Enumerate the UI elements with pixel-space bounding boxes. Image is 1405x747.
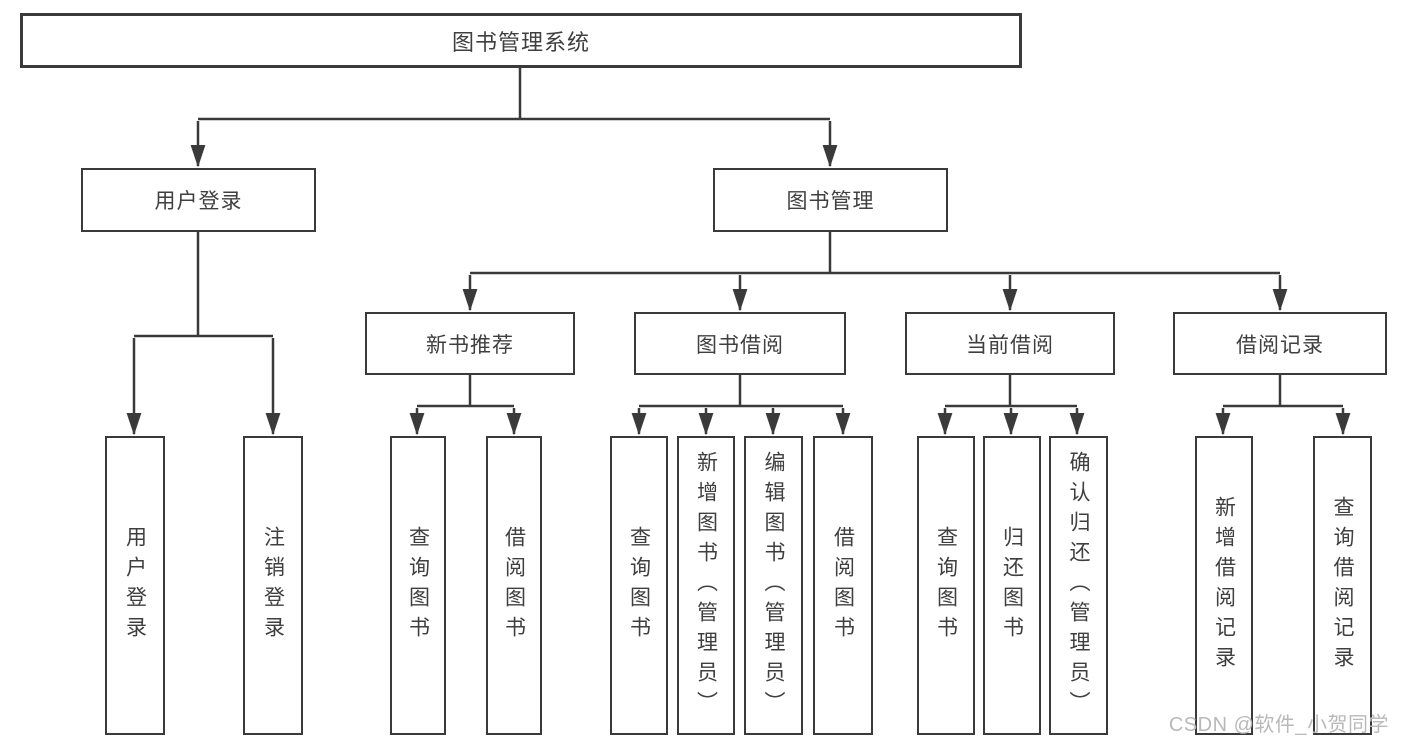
leaf-recommend-borrow-book: 借阅图书 (486, 436, 542, 735)
leaf-current-query-book: 查询图书 (917, 436, 975, 735)
tree-branch-lines (134, 66, 1343, 408)
leaf-label: 编辑图书（管理员） (762, 450, 785, 721)
node-new-book-recommend: 新书推荐 (365, 312, 575, 375)
leaf-borrowing-add-book-admin: 新增图书（管理员） (677, 436, 735, 735)
node-book-borrowing: 图书借阅 (634, 312, 846, 375)
node-label: 用户登录 (154, 190, 243, 213)
leaf-label: 新增借阅记录 (1212, 495, 1236, 676)
node-label: 借阅记录 (1236, 333, 1324, 357)
leaf-label: 借阅图书 (831, 525, 855, 646)
leaf-label: 查询图书 (627, 525, 651, 646)
leaf-current-return-book: 归还图书 (983, 436, 1041, 735)
node-borrowing-records: 借阅记录 (1173, 312, 1387, 375)
leaf-label: 注销登录 (261, 525, 285, 646)
leaf-borrowing-borrow-book: 借阅图书 (813, 436, 873, 735)
leaf-logout: 注销登录 (243, 436, 303, 735)
leaf-records-add-record: 新增借阅记录 (1195, 436, 1253, 735)
node-current-borrowing: 当前借阅 (905, 312, 1115, 375)
leaf-user-login: 用户登录 (105, 436, 165, 735)
node-label: 图书管理 (786, 190, 875, 213)
leaf-label: 查询图书 (406, 525, 430, 646)
leaf-label: 用户登录 (123, 525, 147, 646)
node-label: 当前借阅 (966, 333, 1054, 357)
node-library-system: 图书管理系统 (20, 13, 1022, 68)
leaf-label: 归还图书 (1000, 525, 1024, 646)
leaf-recommend-query-book: 查询图书 (390, 436, 446, 735)
node-book-management: 图书管理 (713, 168, 948, 232)
leaf-label: 查询借阅记录 (1331, 495, 1354, 676)
leaf-borrowing-edit-book-admin: 编辑图书（管理员） (744, 436, 803, 735)
csdn-watermark: CSDN @软件_小贺同学 (1168, 714, 1389, 736)
node-label: 图书管理系统 (451, 29, 590, 55)
leaf-label: 借阅图书 (502, 525, 526, 646)
leaf-label: 新增图书（管理员） (694, 450, 718, 721)
node-user-login: 用户登录 (81, 168, 316, 232)
leaf-label: 确认归还（管理员） (1067, 450, 1090, 721)
node-label: 新书推荐 (426, 333, 514, 357)
leaf-borrowing-query-book: 查询图书 (610, 436, 668, 735)
leaf-current-confirm-return-admin: 确认归还（管理员） (1049, 436, 1108, 735)
leaf-label: 查询图书 (934, 525, 958, 646)
node-label: 图书借阅 (696, 333, 784, 357)
leaf-records-query-record: 查询借阅记录 (1313, 436, 1372, 735)
